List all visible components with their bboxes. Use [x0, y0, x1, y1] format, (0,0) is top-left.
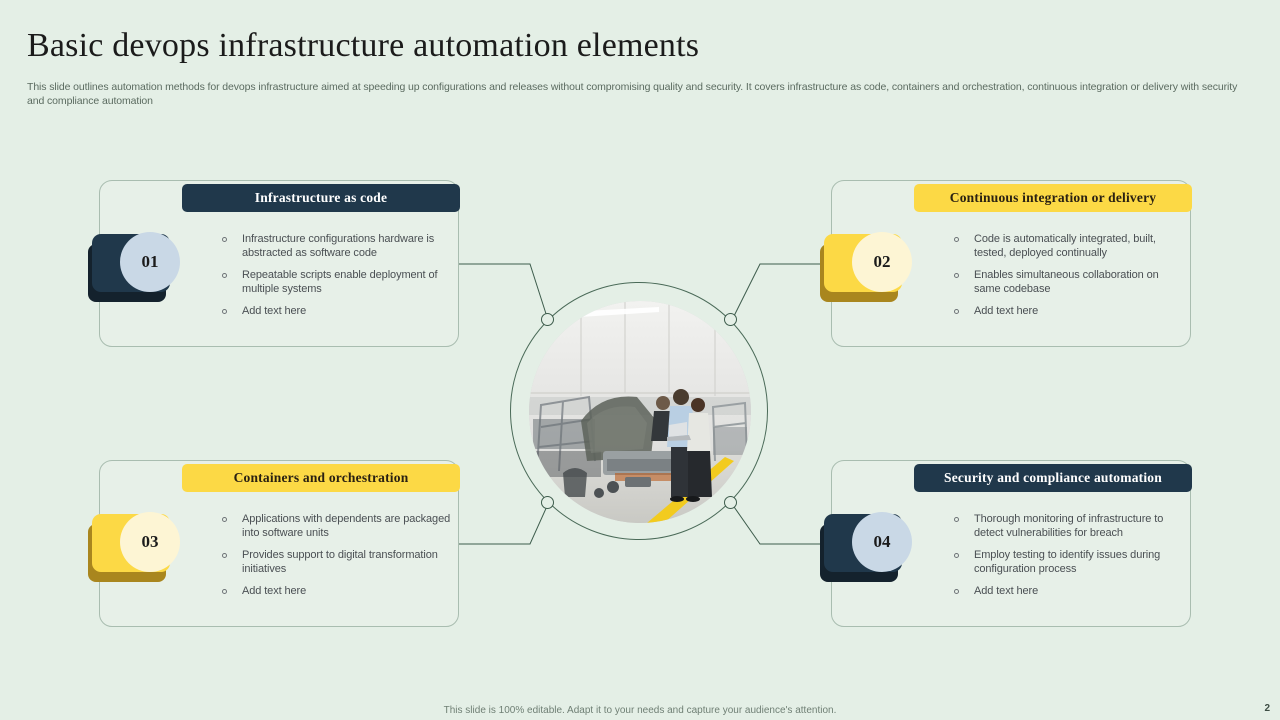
card-3-title: Containers and orchestration	[182, 464, 460, 492]
badge-02-number: 02	[852, 232, 912, 292]
bullet-circle-icon	[954, 553, 959, 558]
badge-04-number: 04	[852, 512, 912, 572]
bullet-text: Infrastructure configurations hardware i…	[242, 233, 435, 259]
card-4-title: Security and compliance automation	[914, 464, 1192, 492]
list-item: Enables simultaneous collaboration on sa…	[952, 269, 1184, 296]
card-3-bullet-list: Applications with dependents are package…	[220, 513, 452, 608]
connector-card4	[731, 503, 831, 545]
bullet-text: Add text here	[242, 585, 307, 597]
connector-card3	[459, 503, 549, 545]
center-graphic	[510, 282, 770, 542]
ring-node-bottom-right	[724, 496, 737, 509]
bullet-circle-icon	[222, 309, 227, 314]
list-item: Repeatable scripts enable deployment of …	[220, 269, 452, 296]
badge-02: 02	[820, 232, 912, 302]
connector-card1	[459, 263, 549, 321]
bullet-circle-icon	[222, 273, 227, 278]
list-item: Code is automatically integrated, built,…	[952, 233, 1184, 260]
bullet-circle-icon	[954, 273, 959, 278]
center-photo	[529, 301, 751, 523]
bullet-circle-icon	[954, 309, 959, 314]
ring-node-top-left	[541, 313, 554, 326]
list-item: Add text here	[220, 305, 452, 319]
slide-subtitle: This slide outlines automation methods f…	[27, 81, 1238, 107]
list-item: Add text here	[952, 305, 1184, 319]
bullet-text: Applications with dependents are package…	[242, 513, 451, 539]
list-item: Thorough monitoring of infrastructure to…	[952, 513, 1184, 540]
card-2-bullet-list: Code is automatically integrated, built,…	[952, 233, 1184, 328]
list-item: Applications with dependents are package…	[220, 513, 452, 540]
card-4-bullet-list: Thorough monitoring of infrastructure to…	[952, 513, 1184, 608]
bullet-text: Add text here	[974, 585, 1039, 597]
list-item: Add text here	[952, 585, 1184, 599]
center-outer-ring	[510, 282, 768, 540]
bullet-circle-icon	[954, 589, 959, 594]
ring-node-bottom-left	[541, 496, 554, 509]
page-title: Basic devops infrastructure automation e…	[27, 27, 700, 64]
bullet-circle-icon	[954, 237, 959, 242]
badge-03-number: 03	[120, 512, 180, 572]
list-item: Provides support to digital transformati…	[220, 549, 452, 576]
bullet-text: Enables simultaneous collaboration on sa…	[974, 269, 1159, 295]
footer-note: This slide is 100% editable. Adapt it to…	[443, 705, 837, 716]
card-1-bullet-list: Infrastructure configurations hardware i…	[220, 233, 452, 328]
card-2-title: Continuous integration or delivery	[914, 184, 1192, 212]
ring-node-top-right	[724, 313, 737, 326]
list-item: Add text here	[220, 585, 452, 599]
card-1-title: Infrastructure as code	[182, 184, 460, 212]
list-item: Employ testing to identify issues during…	[952, 549, 1184, 576]
bullet-text: Thorough monitoring of infrastructure to…	[974, 513, 1164, 539]
bullet-text: Repeatable scripts enable deployment of …	[242, 269, 438, 295]
card-security-and-compliance-automation[interactable]: Security and compliance automation Thoro…	[831, 460, 1192, 627]
bullet-circle-icon	[222, 589, 227, 594]
bullet-text: Employ testing to identify issues during…	[974, 549, 1161, 575]
bullet-text: Add text here	[974, 305, 1039, 317]
connector-card2	[731, 263, 831, 321]
badge-03: 03	[88, 512, 180, 582]
list-item: Infrastructure configurations hardware i…	[220, 233, 452, 260]
bullet-circle-icon	[222, 517, 227, 522]
badge-01-number: 01	[120, 232, 180, 292]
badge-04: 04	[820, 512, 912, 582]
badge-01: 01	[88, 232, 180, 302]
bullet-circle-icon	[954, 517, 959, 522]
bullet-circle-icon	[222, 553, 227, 558]
card-continuous-integration-or-delivery[interactable]: Continuous integration or delivery Code …	[831, 180, 1192, 347]
page-number: 2	[1264, 703, 1270, 714]
bullet-text: Provides support to digital transformati…	[242, 549, 438, 575]
bullet-text: Code is automatically integrated, built,…	[974, 233, 1156, 259]
bullet-circle-icon	[222, 237, 227, 242]
bullet-text: Add text here	[242, 305, 307, 317]
